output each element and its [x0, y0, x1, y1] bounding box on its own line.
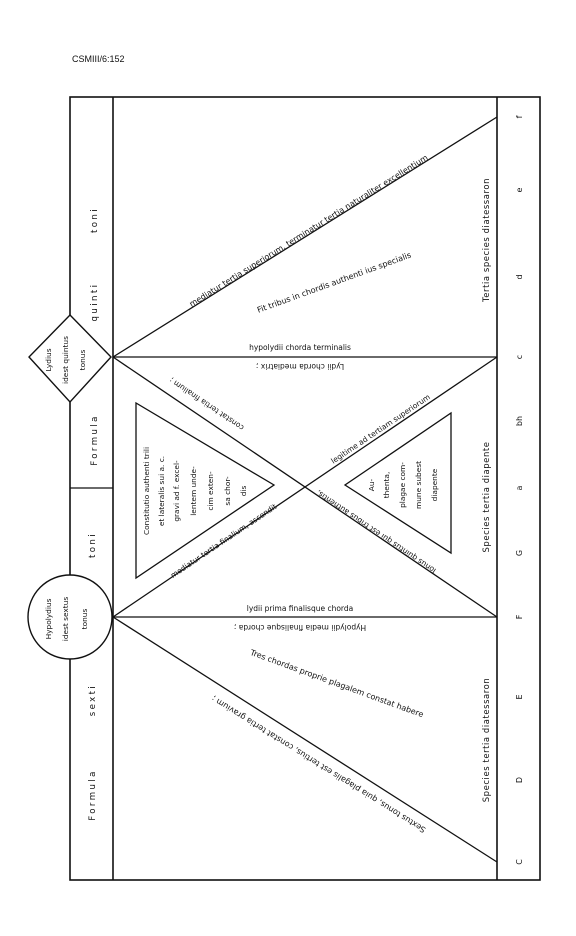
x-lower-diagonal-text: mediatur tertia finalium, ascendit: [169, 502, 279, 580]
left-triangle-line-2: et lateralis sui a. c.: [157, 456, 166, 526]
x-upper-diagonal-text: legitime ad tertiam superiorum: [329, 392, 431, 465]
left-lower-word-3: toni: [88, 532, 98, 558]
lower-mid-text: Tres chordas proprie plagalem constat ha…: [248, 648, 425, 720]
note-letter-e: e: [515, 187, 524, 192]
species-middle-label: Species tertia diapente: [481, 442, 491, 553]
reference-text: CSMIII/6:152: [72, 54, 125, 64]
x-inverted-upper-text: constat tertia finalium ;: [168, 376, 246, 433]
note-letter-F: F: [515, 614, 524, 619]
note-letter-bh: bh: [515, 416, 524, 426]
note-letter-f: f: [515, 115, 524, 118]
note-letter-d: d: [515, 274, 524, 279]
left-lower-word-1: Formula: [88, 769, 98, 821]
left-triangle-line-3: gravi ad f. excel-: [172, 460, 181, 522]
left-triangle-line-5: cim exten-: [206, 471, 215, 511]
note-letter-E: E: [515, 694, 524, 699]
diamond-line-1: Lydius: [44, 348, 53, 371]
left-lower-word-2: sexti: [88, 684, 98, 716]
left-upper-word-3: toni: [90, 207, 100, 233]
terminal-line-text: hypolydii chorda terminalis: [249, 343, 351, 352]
right-triangle-line-4: mune subest: [414, 461, 423, 509]
lower-diagonal-line: [112, 616, 498, 863]
circle-line-3: tonus: [80, 609, 89, 630]
right-triangle-line-1: Au-: [367, 478, 376, 491]
species-bottom-label: Species tertia diatessaron: [481, 678, 491, 803]
x-ascending-line: [112, 356, 498, 618]
left-upper-word-2: quinti: [90, 283, 100, 322]
left-triangle-line-6: sa chor-: [223, 476, 232, 506]
right-triangle-line-3: plagae com-: [398, 462, 407, 508]
upper-mid-text: Fit tribus in chordis authenti ius speci…: [256, 251, 412, 315]
species-top-label: Tertia species diatessaron: [481, 178, 491, 303]
left-triangle: [135, 401, 276, 580]
left-triangle-line-1: Constitutio authenti trili: [142, 447, 151, 535]
final-line-text: lydii prima finalisque chorda: [247, 604, 353, 613]
terminal-line-inverted-text: Lydii chorda mediatrix ;: [256, 362, 344, 371]
lydius-diamond: [28, 313, 112, 404]
left-triangle-line-7: dis: [239, 486, 248, 497]
final-line-inverted-text: Hypolydii media finalisque chorda ;: [234, 623, 366, 632]
right-triangle-line-5: diapente: [430, 468, 439, 501]
diamond-line-3: tonus: [78, 350, 87, 371]
left-triangle-line-4: lentem unde-: [189, 466, 198, 516]
hypolydius-circle: [27, 574, 113, 660]
right-triangle: [343, 411, 452, 555]
right-triangle-line-2: thenta,: [382, 472, 391, 499]
left-upper-word-1: Formula: [90, 414, 100, 466]
outer-frame: [69, 96, 541, 881]
upper-diagonal-line: [112, 116, 498, 358]
note-letter-D: D: [515, 777, 524, 783]
circle-line-2: idest sextus: [61, 597, 70, 642]
note-letters: f e d c bh aG F E D C: [515, 115, 524, 864]
note-letter-G: G: [515, 550, 524, 556]
diamond-line-2: idest quintus: [61, 336, 70, 384]
circle-line-1: Hypolydius: [44, 598, 53, 639]
upper-diagonal-text: mediatur tertia superiorum, terminatur t…: [188, 153, 430, 309]
note-letter-C: C: [515, 859, 524, 865]
lower-diagonal-inverted-text: Sextus tonus, quia plagalis est tertius,…: [210, 694, 427, 834]
note-letter-a: a: [515, 485, 524, 490]
note-letter-c: c: [515, 355, 524, 359]
